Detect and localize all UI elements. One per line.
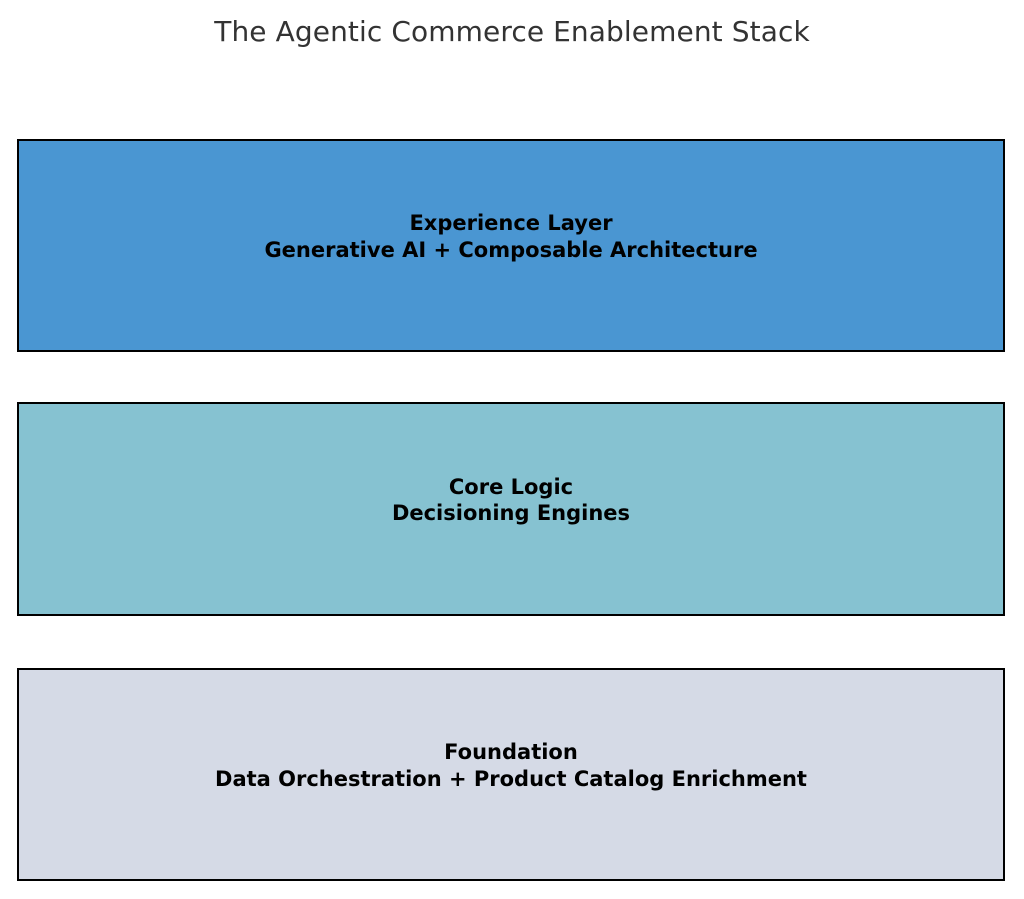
layer-title-experience: Experience Layer (409, 211, 613, 236)
stack-layer-core: Core Logic Decisioning Engines (17, 402, 1005, 616)
layer-text-block: Foundation Data Orchestration + Product … (19, 739, 1003, 792)
layer-title-core: Core Logic (448, 474, 574, 499)
layer-subtitle-foundation: Data Orchestration + Product Catalog Enr… (215, 766, 807, 791)
layer-text-block: Core Logic Decisioning Engines (19, 474, 1003, 527)
layer-subtitle-core: Decisioning Engines (391, 501, 631, 525)
stack-layer-foundation: Foundation Data Orchestration + Product … (17, 668, 1005, 881)
layer-title-foundation: Foundation (444, 740, 578, 765)
layer-subtitle-experience: Generative AI + Composable Architecture (264, 237, 758, 262)
page-title: The Agentic Commerce Enablement Stack (214, 15, 810, 48)
layer-text-block: Experience Layer Generative AI + Composa… (19, 210, 1003, 263)
stack-layer-experience: Experience Layer Generative AI + Composa… (17, 139, 1005, 352)
